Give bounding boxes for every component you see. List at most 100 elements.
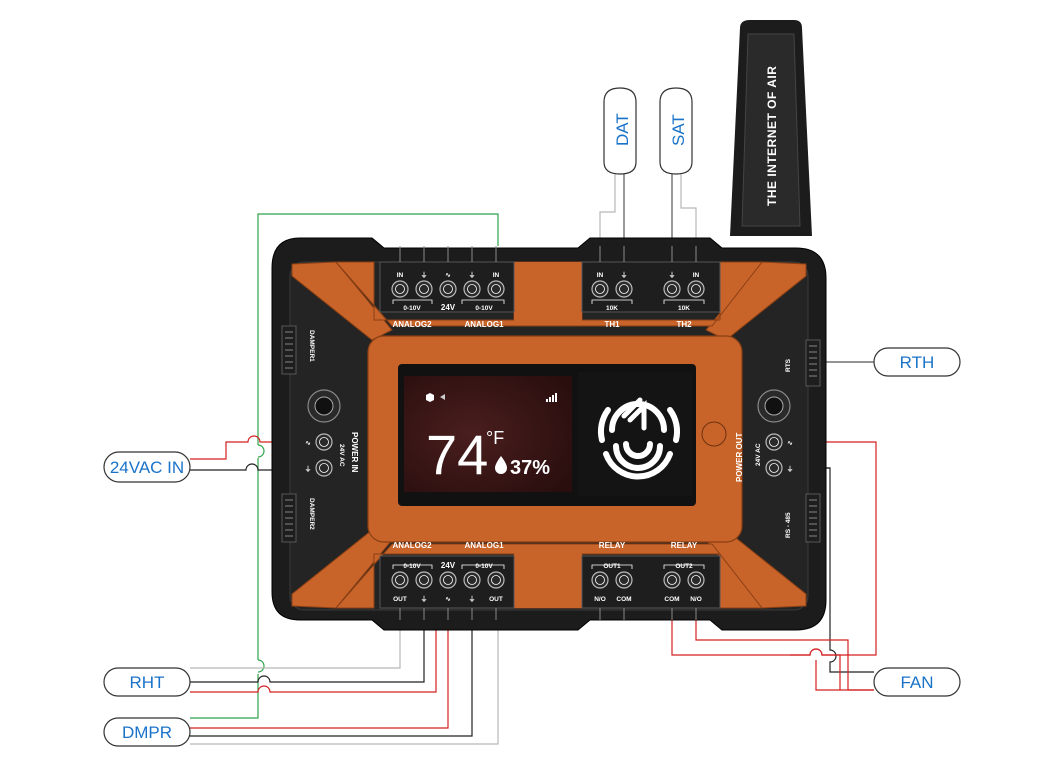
fan-pill: FAN <box>873 667 961 697</box>
bottom-name-analog2: ANALOG2 <box>392 541 432 550</box>
left-port <box>307 389 341 423</box>
bottom-analog-terminals[interactable] <box>391 571 505 589</box>
left-side-panel: DAMPER1 DAMPER2 POWER IN 24V AC ∿ ⏚ <box>281 325 359 543</box>
dat-sensor: DAT <box>603 87 637 175</box>
power-in-24vac-label: 24V AC <box>338 444 345 467</box>
power-out-terminals[interactable] <box>765 433 783 477</box>
damper1-label: DAMPER1 <box>308 330 315 362</box>
th1-name: TH1 <box>604 320 620 329</box>
svg-text:∿: ∿ <box>787 440 793 447</box>
bottom-sub-left: 0-10V <box>403 563 421 570</box>
droplet-icon <box>495 456 507 474</box>
svg-text:⏚: ⏚ <box>469 271 476 279</box>
device-button[interactable] <box>701 421 727 447</box>
top-sub-right: 0-10V <box>475 305 493 312</box>
vac-in-label: 24VAC IN <box>110 458 184 477</box>
top-analog-block: IN ⏚ ∿ ⏚ IN 0-10V 24V 0-10V ANALOG2 ANAL… <box>379 261 515 329</box>
top-name-analog1: ANALOG1 <box>464 320 504 329</box>
rts-connector: RTS <box>785 339 821 387</box>
wires <box>190 172 877 745</box>
svg-text:OUT: OUT <box>393 596 407 603</box>
top-th-block: IN ⏚ ⏚ IN 10K 10K TH1 TH2 <box>581 261 721 329</box>
bottom-pin-stubs <box>399 608 697 620</box>
wire-green-dmpr <box>190 213 499 719</box>
svg-text:∿: ∿ <box>445 272 451 279</box>
svg-text:IN: IN <box>693 272 700 279</box>
rs485-label: RS - 485 <box>785 512 792 538</box>
antenna: THE INTERNET OF AIR <box>730 20 812 236</box>
svg-text:⏚: ⏚ <box>787 465 794 473</box>
relay-terminals[interactable] <box>591 571 705 589</box>
dmpr-label: DMPR <box>122 723 172 742</box>
th2-sub: 10K <box>678 305 690 312</box>
wire-sat-gray <box>680 172 697 246</box>
rht-label: RHT <box>130 673 165 692</box>
bottom-relay-block: RELAY RELAY OUT1 OUT2 N/O COM COM N/O <box>581 541 721 609</box>
wire-rht-gray <box>190 618 401 669</box>
screen-content: 74 °F 37% <box>426 393 557 486</box>
wire-dmpr-black <box>190 618 473 737</box>
svg-text:∿: ∿ <box>305 440 311 447</box>
rth-pill: RTH <box>873 347 961 377</box>
wire-powerout-black <box>812 467 874 673</box>
top-sub-mid: 24V <box>441 303 456 312</box>
wire-relay-com <box>671 618 841 690</box>
sat-sensor: SAT <box>659 87 693 175</box>
top-analog-pin-labels: IN ⏚ ∿ ⏚ IN <box>397 271 500 279</box>
fan-label: FAN <box>900 673 933 692</box>
svg-text:∿: ∿ <box>445 596 451 603</box>
wire-rht-black <box>190 618 425 683</box>
wire-dmpr-red <box>190 618 449 729</box>
svg-text:⏚: ⏚ <box>621 271 628 279</box>
svg-text:⏚: ⏚ <box>421 271 428 279</box>
sat-label: SAT <box>669 114 688 146</box>
bottom-sub-right: 0-10V <box>475 563 493 570</box>
svg-text:N/O: N/O <box>594 596 606 603</box>
svg-text:IN: IN <box>493 272 500 279</box>
svg-text:COM: COM <box>664 596 679 603</box>
wire-rht-red <box>190 618 441 693</box>
bottom-name-analog1: ANALOG1 <box>464 541 504 550</box>
svg-text:OUT: OUT <box>489 596 503 603</box>
relay1-sub: OUT1 <box>603 563 621 570</box>
damper2-connector: DAMPER2 <box>281 493 315 543</box>
wire-dat-gray <box>599 172 616 246</box>
top-th-terminals[interactable] <box>591 280 705 298</box>
svg-text:⏚: ⏚ <box>469 595 476 603</box>
signal-icon <box>546 393 557 402</box>
right-port <box>757 389 791 423</box>
power-in-label: POWER IN <box>350 432 359 473</box>
wire-24vac-black <box>190 463 294 471</box>
th1-sub: 10K <box>606 305 618 312</box>
wire-24vac-red <box>190 435 294 460</box>
right-side-panel: RTS RS - 485 POWER OUT 24V AC ∿ ⏚ <box>735 339 821 543</box>
rth-label: RTH <box>900 353 935 372</box>
svg-text:⏚: ⏚ <box>305 465 312 473</box>
temperature-value: 74 <box>426 423 488 486</box>
top-name-analog2: ANALOG2 <box>392 320 432 329</box>
brand-logo-icon <box>597 397 681 480</box>
damper1-connector: DAMPER1 <box>281 325 315 375</box>
rs485-connector: RS - 485 <box>785 493 821 543</box>
wire-dmpr-gray <box>190 618 499 745</box>
temperature-unit: °F <box>486 428 504 448</box>
svg-text:⏚: ⏚ <box>669 271 676 279</box>
relay2-sub: OUT2 <box>675 563 693 570</box>
antenna-text: THE INTERNET OF AIR <box>765 66 779 206</box>
th2-name: TH2 <box>676 320 692 329</box>
svg-text:COM: COM <box>616 596 631 603</box>
svg-text:N/O: N/O <box>690 596 702 603</box>
device-body <box>271 237 827 631</box>
top-pin-stubs <box>399 246 697 262</box>
power-in-terminals[interactable] <box>315 433 333 477</box>
damper2-label: DAMPER2 <box>308 498 315 530</box>
status-hex-icon <box>426 393 434 402</box>
rts-label: RTS <box>785 358 792 372</box>
dat-label: DAT <box>613 113 632 146</box>
vac-in-pill: 24VAC IN <box>103 451 191 483</box>
dmpr-pill: DMPR <box>103 717 191 747</box>
svg-text:IN: IN <box>597 272 604 279</box>
top-sub-left: 0-10V <box>403 305 421 312</box>
top-analog-terminals[interactable] <box>391 280 505 298</box>
power-out-24vac-label: 24V AC <box>755 443 762 466</box>
